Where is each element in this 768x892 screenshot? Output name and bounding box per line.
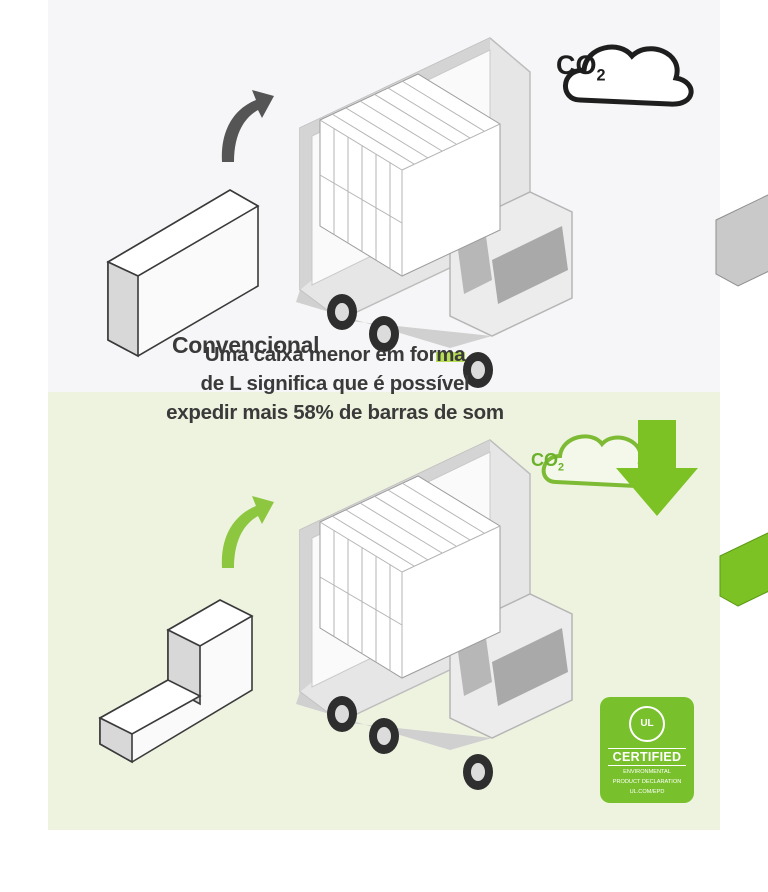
conventional-caption: Convencional: [172, 332, 320, 358]
co2-cloud-icon: CO2: [556, 50, 606, 85]
badge-line-2: PRODUCT DECLARATION: [612, 779, 682, 785]
ul-certified-badge: UL CERTIFIED ENVIRONMENTAL PRODUCT DECLA…: [600, 697, 694, 803]
caption-line-3: expedir mais 58% de barras de som: [166, 401, 504, 424]
ul-logo-icon: UL: [629, 706, 665, 742]
caption-line-1: Uma caixa menor em forma: [204, 343, 466, 366]
badge-line-1: ENVIRONMENTAL: [623, 769, 671, 775]
badge-line-3: UL.COM/EPD: [629, 789, 665, 795]
l-shape-caption: Uma caixa menor em forma de L significa …: [130, 340, 540, 427]
reduced-co2-cloud-icon: CO2: [531, 450, 565, 474]
certified-label: CERTIFIED: [608, 748, 686, 766]
caption-line-2: de L significa que é possível: [200, 372, 470, 395]
